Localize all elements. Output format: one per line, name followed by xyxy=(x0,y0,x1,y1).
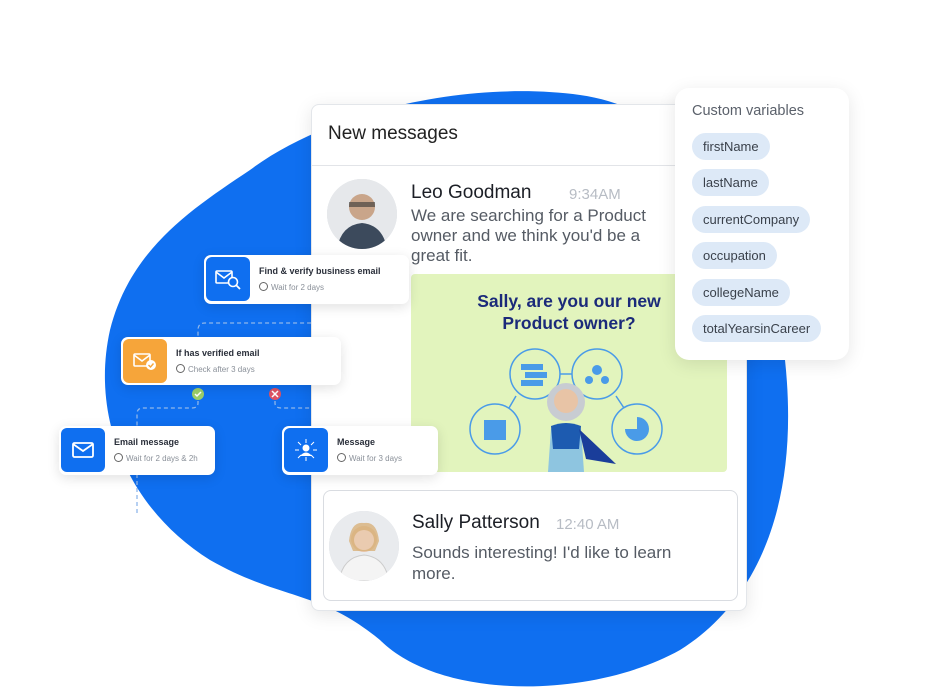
variable-chip[interactable]: lastName xyxy=(692,169,769,196)
sally-avatar xyxy=(329,511,399,581)
panel-title: New messages xyxy=(328,123,458,144)
step-title: Email message xyxy=(114,437,180,447)
workflow-step-message[interactable]: Message Wait for 3 days xyxy=(282,426,438,475)
step-wait: Check after 3 days xyxy=(176,364,255,374)
step-wait: Wait for 3 days xyxy=(337,453,402,463)
message-time: 9:34AM xyxy=(569,186,621,203)
workflow-step-if-verified[interactable]: If has verified email Check after 3 days xyxy=(121,337,341,385)
new-messages-panel: New messages Leo Goodman 9:34AM We are s… xyxy=(311,104,747,611)
step-title: Find & verify business email xyxy=(259,266,381,276)
step-wait: Wait for 2 days xyxy=(259,282,324,292)
variable-chip[interactable]: currentCompany xyxy=(692,206,811,233)
panel-title: Custom variables xyxy=(692,103,805,119)
workflow-step-find-verify[interactable]: Find & verify business email Wait for 2 … xyxy=(204,255,409,304)
reply-message: Sally Patterson 12:40 AM Sounds interest… xyxy=(323,490,738,601)
message-text: We are searching for a Product owner and… xyxy=(411,206,646,265)
envelope-icon xyxy=(61,428,105,472)
email-search-icon xyxy=(206,257,250,301)
divider xyxy=(312,165,746,166)
step-wait: Wait for 2 days & 2h xyxy=(114,453,198,463)
email-check-icon xyxy=(123,339,167,383)
variable-chip[interactable]: firstName xyxy=(692,133,770,160)
workflow-step-email-message[interactable]: Email message Wait for 2 days & 2h xyxy=(59,426,215,475)
network-person-icon xyxy=(284,428,328,472)
custom-variables-panel: Custom variables firstName lastName curr… xyxy=(675,88,849,360)
clock-icon xyxy=(114,453,123,462)
variable-chip[interactable]: totalYearsinCareer xyxy=(692,315,822,342)
leo-avatar xyxy=(327,179,397,249)
sender-name: Sally Patterson xyxy=(412,512,540,533)
message-text: Sounds interesting! I'd like to learn mo… xyxy=(412,543,672,583)
sender-name: Leo Goodman xyxy=(411,182,532,203)
banner-illustration xyxy=(469,348,663,472)
variable-chip[interactable]: collegeName xyxy=(692,279,790,306)
step-title: If has verified email xyxy=(176,348,260,358)
variable-chip[interactable]: occupation xyxy=(692,242,777,269)
message-time: 12:40 AM xyxy=(556,516,620,533)
clock-icon xyxy=(337,453,346,462)
step-title: Message xyxy=(337,437,376,447)
clock-icon xyxy=(259,282,268,291)
clock-icon xyxy=(176,364,185,373)
